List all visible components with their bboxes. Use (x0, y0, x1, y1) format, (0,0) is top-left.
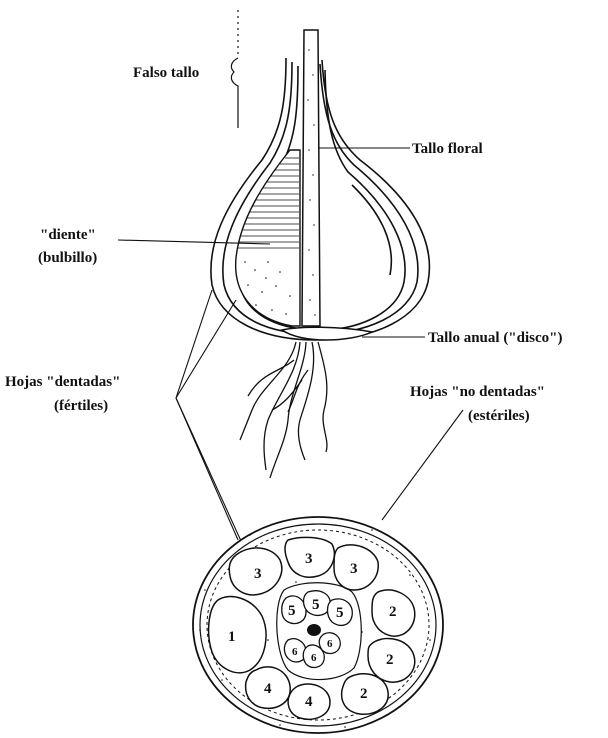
clove-number-6a: 6 (292, 646, 298, 658)
label-hojas-dentadas: Hojas "dentadas" (5, 374, 120, 390)
false-stem-bracket (231, 10, 238, 128)
clove-diente (236, 150, 300, 326)
clove-number-5c: 5 (336, 605, 344, 621)
label-fertiles: (fértiles) (54, 398, 108, 414)
label-hojas-no-dentadas: Hojas "no dentadas" (410, 384, 545, 400)
leader-dentadas-1 (176, 300, 236, 398)
leader-no-dentadas (382, 410, 463, 520)
label-tallo-floral: Tallo floral (412, 141, 483, 157)
clove-number-4b: 4 (305, 694, 313, 710)
leader-dentadas-2 (176, 290, 212, 398)
clove-number-2a: 2 (389, 604, 397, 620)
clove-number-6c: 6 (327, 638, 333, 650)
label-bulbillo: (bulbillo) (38, 250, 97, 266)
bulb-cross-section: 1 3 3 3 2 2 2 4 4 5 5 5 6 6 6 (193, 517, 443, 733)
clove-number-2b: 2 (386, 652, 394, 668)
clove-number-1: 1 (228, 629, 236, 645)
roots (240, 342, 327, 478)
floral-stem (302, 30, 320, 326)
clove-number-3b: 3 (305, 551, 313, 567)
label-falso-tallo: Falso tallo (133, 65, 199, 81)
label-esteriles: (estériles) (468, 408, 530, 424)
clove-number-6b: 6 (311, 652, 317, 664)
bulb-envelope-5 (352, 185, 391, 275)
leader-dentadas-4 (176, 398, 246, 552)
basal-disc (282, 327, 372, 340)
clove-number-4a: 4 (264, 681, 272, 697)
label-tallo-anual: Tallo anual ("disco") (428, 330, 562, 346)
clove-number-3a: 3 (254, 566, 262, 582)
clove-number-5a: 5 (288, 603, 296, 619)
central-stem (307, 624, 321, 636)
label-diente: "diente" (40, 227, 96, 243)
clove-number-2c: 2 (360, 686, 368, 702)
clove-number-5b: 5 (312, 597, 320, 613)
clove-number-3c: 3 (350, 561, 358, 577)
